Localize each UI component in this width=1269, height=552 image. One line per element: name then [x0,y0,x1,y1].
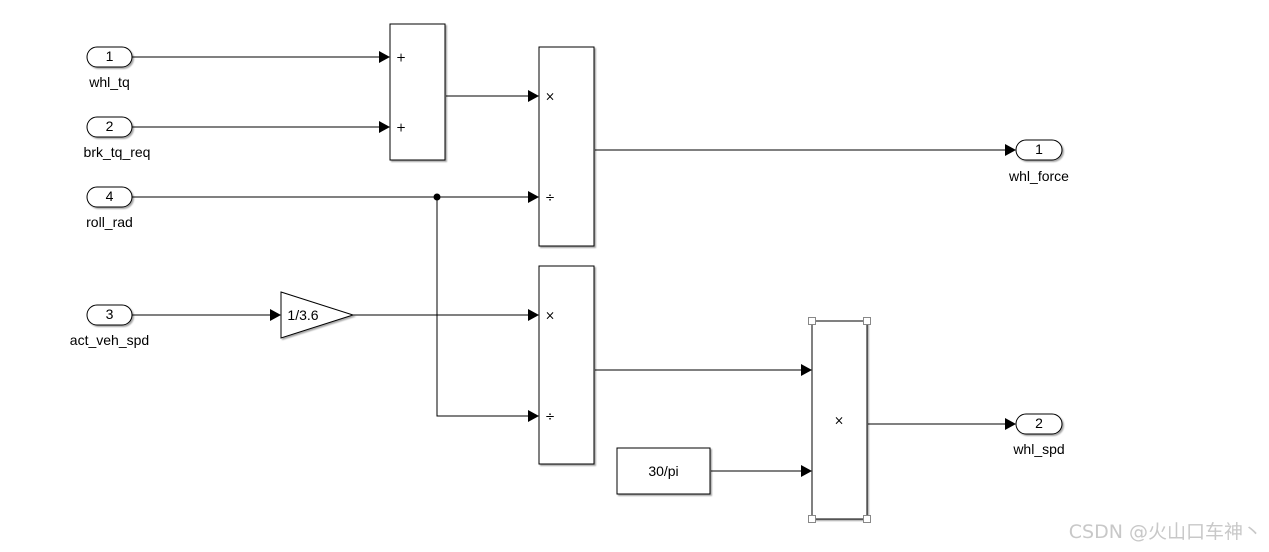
arrow-prod1-in2 [528,191,539,203]
selection-handles[interactable] [808,317,871,523]
arrow-prod2-in2 [528,410,539,422]
sum-sign-1: + [396,51,406,65]
inport-brk-tq-req[interactable]: 2 brk_tq_req [84,116,151,160]
product-output-multiply-sign: × [834,414,844,428]
product-speed-divide-sign: ÷ [545,410,555,424]
arrow-sum-in2 [379,121,390,133]
inport-act-veh-spd-number: 3 [106,306,114,322]
watermark-text: CSDN @火山口车神丶 [1069,521,1262,543]
outport-whl-spd-label: whl_spd [1012,441,1064,457]
arrow-sum-in1 [379,51,390,63]
inport-roll-rad[interactable]: 4 roll_rad [86,186,133,230]
arrow-whl-force [1005,144,1016,156]
outport-whl-force-number: 1 [1035,141,1043,157]
inport-whl-tq-number: 1 [106,48,114,64]
line-roll-rad-branch[interactable] [436,197,529,417]
arrow-final-in1 [801,364,812,376]
arrow-gain-in [270,309,281,321]
arrow-final-in2 [801,465,812,477]
branch-point [433,193,441,201]
signal-lines [132,56,1006,472]
product-block-speed[interactable]: × ÷ [538,265,595,465]
arrow-whl-spd [1005,418,1016,430]
outport-whl-spd[interactable]: 2 whl_spd [1012,413,1065,457]
product-speed-multiply-sign: × [545,309,555,323]
inport-whl-tq-label: whl_tq [88,74,129,90]
arrowheads [270,51,1016,477]
product-block-force[interactable]: × ÷ [538,46,595,247]
inport-roll-rad-number: 4 [106,188,114,204]
outport-whl-force-label: whl_force [1008,168,1069,184]
gain-value: 1/3.6 [287,307,318,323]
sum-block[interactable]: + + [389,23,446,161]
gain-block[interactable]: 1/3.6 [280,291,355,339]
product-force-divide-sign: ÷ [545,191,555,205]
inport-brk-tq-req-number: 2 [106,118,114,134]
outport-whl-spd-number: 2 [1035,415,1043,431]
product-block-output[interactable]: × [808,317,871,523]
outport-whl-force[interactable]: 1 whl_force [1008,139,1069,184]
arrow-prod1-in1 [528,90,539,102]
product-force-multiply-sign: × [545,90,555,104]
inport-act-veh-spd[interactable]: 3 act_veh_spd [70,304,149,348]
inport-act-veh-spd-label: act_veh_spd [70,332,149,348]
constant-value: 30/pi [648,463,678,479]
inport-brk-tq-req-label: brk_tq_req [84,144,151,160]
inport-roll-rad-label: roll_rad [86,214,133,230]
inport-whl-tq[interactable]: 1 whl_tq [86,46,133,90]
arrow-prod2-in1 [528,309,539,321]
constant-block[interactable]: 30/pi [616,447,711,495]
sum-sign-2: + [396,121,406,135]
